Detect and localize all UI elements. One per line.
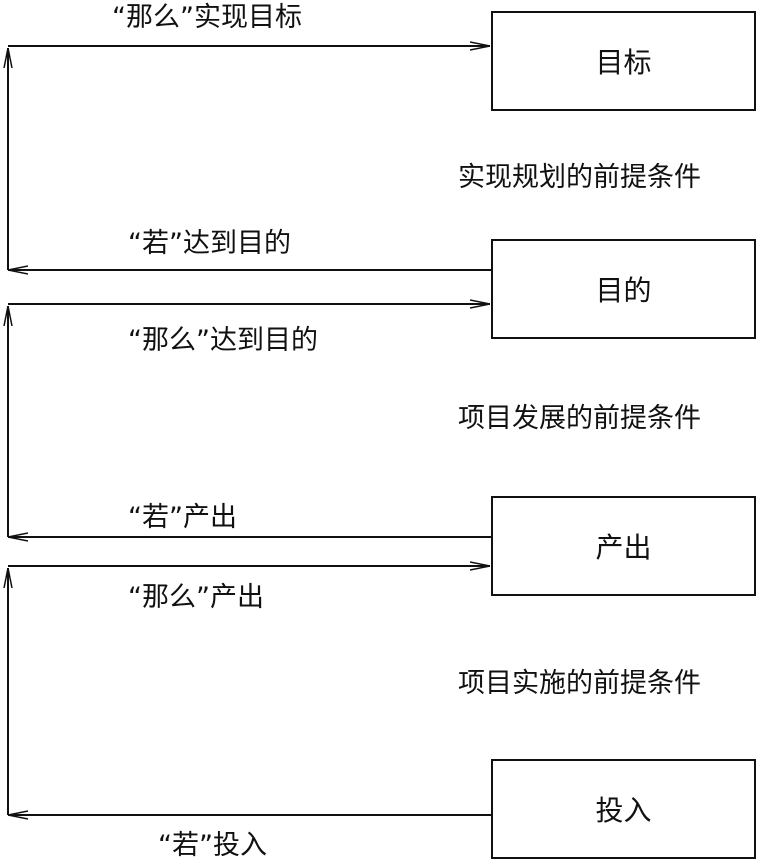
label-if-input: “若”投入	[158, 830, 267, 861]
label-if-purpose: “若”达到目的	[128, 228, 291, 259]
label-then-purpose: “那么”达到目的	[128, 325, 318, 356]
box-purpose: 目的	[491, 239, 756, 339]
assumption-development: 项目发展的前提条件	[458, 403, 701, 434]
box-goal: 目标	[491, 11, 756, 111]
box-goal-label: 目标	[595, 46, 652, 79]
label-then-goal: “那么”实现目标	[112, 2, 302, 33]
box-output: 产出	[491, 496, 756, 596]
box-input-label: 投入	[595, 794, 652, 827]
label-then-output: “那么”产出	[128, 582, 264, 613]
label-if-output: “若”产出	[128, 502, 237, 533]
box-input: 投入	[491, 759, 756, 859]
box-output-label: 产出	[595, 531, 652, 564]
assumption-implementation: 项目实施的前提条件	[458, 668, 701, 699]
box-purpose-label: 目的	[595, 274, 652, 307]
assumption-planning: 实现规划的前提条件	[458, 162, 701, 193]
